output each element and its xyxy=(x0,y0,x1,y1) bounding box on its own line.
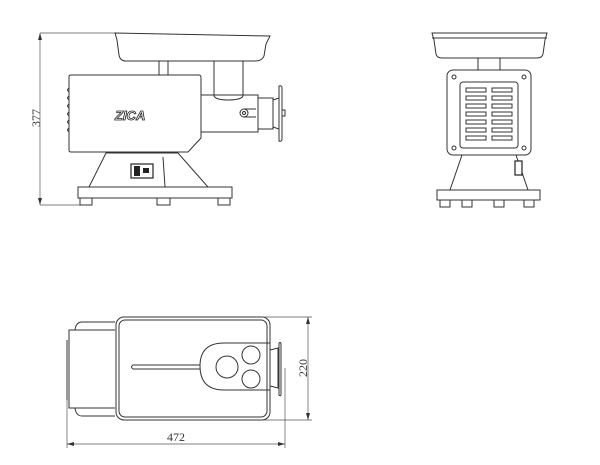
plate-hole-large xyxy=(215,355,239,379)
grinder-head xyxy=(201,94,259,133)
feed-tube xyxy=(213,61,244,101)
front-base-plate xyxy=(436,189,541,201)
front-switch xyxy=(514,160,523,176)
length-dimension-label: 472 xyxy=(167,430,185,444)
top-hopper-inner xyxy=(118,319,268,418)
feed-slot xyxy=(131,364,200,370)
hopper xyxy=(114,32,271,62)
side-view: 377 ZICA xyxy=(29,32,286,206)
top-outlet xyxy=(269,341,282,397)
motor-body xyxy=(68,74,202,153)
vent-grille xyxy=(459,81,519,149)
brand-logo: ZICA xyxy=(114,108,145,123)
plate-hole-upper xyxy=(241,345,261,365)
height-dimension-label: 377 xyxy=(29,109,43,127)
plate-hole-lower xyxy=(241,369,261,389)
power-switch xyxy=(130,163,154,179)
hopper-neck xyxy=(158,60,169,76)
head-ring xyxy=(257,97,274,130)
front-view xyxy=(431,32,548,208)
top-motor xyxy=(68,321,115,417)
top-head xyxy=(199,342,270,391)
front-hopper xyxy=(431,32,548,59)
width-dimension: 220 xyxy=(262,316,312,421)
width-dimension-label: 220 xyxy=(296,359,310,377)
top-view: 220 472 xyxy=(66,316,312,448)
base-plate xyxy=(77,186,233,199)
feet xyxy=(79,197,231,206)
front-screws xyxy=(451,74,527,151)
outlet-plate xyxy=(272,85,283,142)
vent-bumps xyxy=(67,87,70,133)
head-bolt xyxy=(239,108,249,118)
top-hopper-outer xyxy=(115,316,271,421)
height-dimension: 377 xyxy=(29,32,115,206)
length-dimension: 472 xyxy=(66,368,286,448)
front-feet xyxy=(439,199,535,208)
